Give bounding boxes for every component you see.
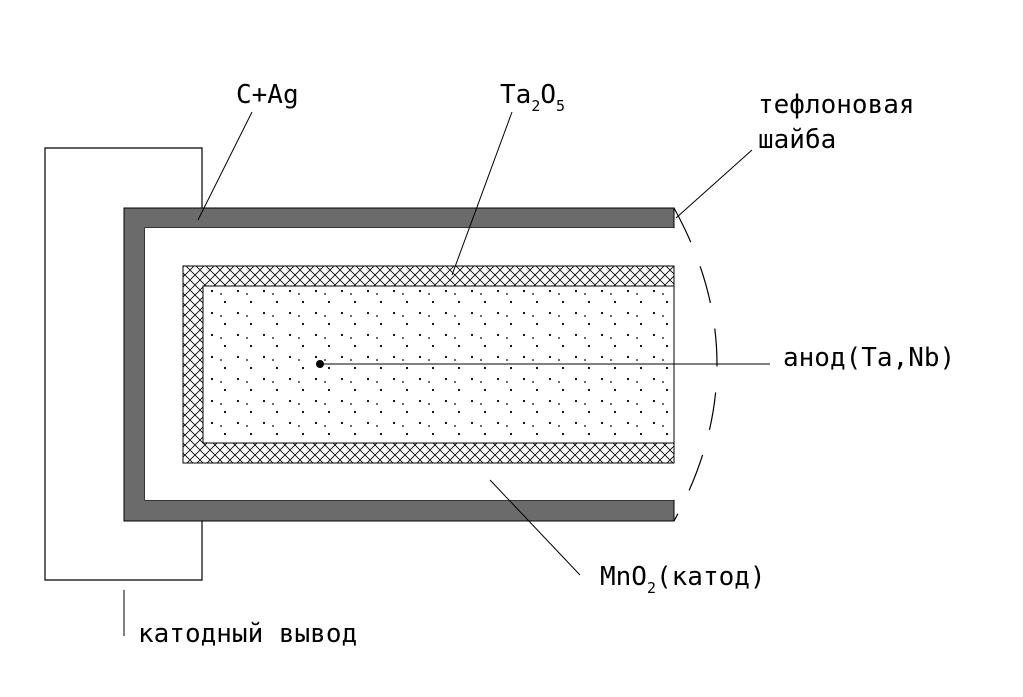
label-mno2: MnO2(катод) xyxy=(600,562,766,597)
label-teflon-washer-line2: шайба xyxy=(758,125,836,155)
teflon-washer xyxy=(673,207,718,522)
cathode-lead-wire xyxy=(44,147,203,581)
leader-c-ag xyxy=(197,111,253,221)
label-ta2o5: Ta2O5 xyxy=(500,80,565,115)
leader-ta2o5 xyxy=(451,111,513,276)
leader-teflon xyxy=(675,149,753,219)
label-teflon-washer-line1: тефлоновая xyxy=(758,90,915,120)
leader-mno2 xyxy=(489,479,581,576)
label-c-ag: C+Ag xyxy=(236,80,299,110)
label-cathode-lead: катодный вывод xyxy=(138,619,357,649)
label-anode: анод(Ta,Nb) xyxy=(783,343,955,373)
